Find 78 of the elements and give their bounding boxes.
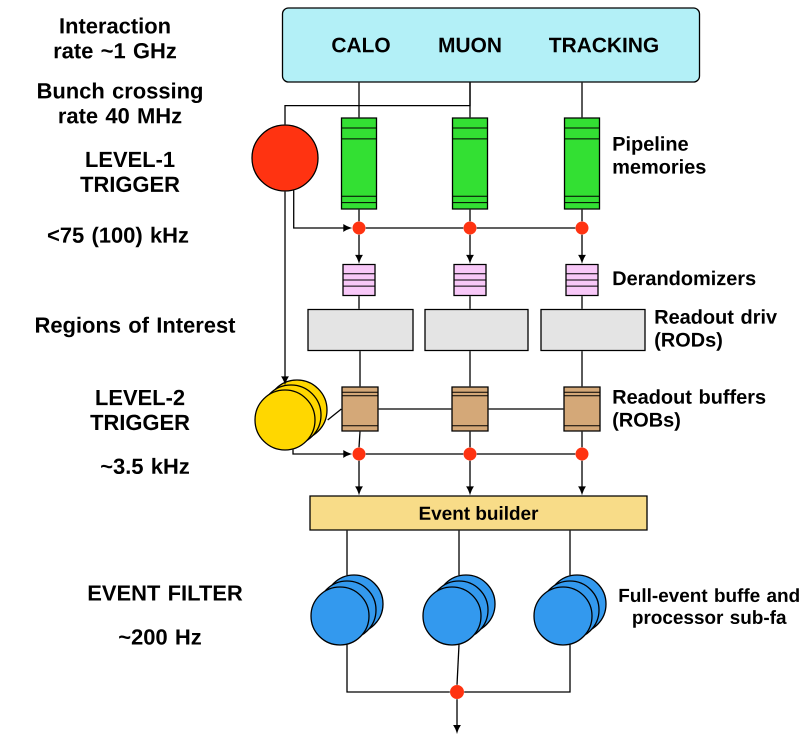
connector-line [581,82,583,118]
component-label: Pipeline memories [614,136,706,174]
connector-line [346,644,450,693]
connector-line [581,351,583,386]
junction-dot [576,221,588,234]
connector-line [469,296,471,309]
component-label: Readout buffers (ROBs) [613,389,766,431]
arrow [282,192,288,384]
connector-line [581,210,583,222]
readout-driver-box [307,308,414,352]
component-label: Full-event buffe and processor sub-fa [620,588,799,628]
connector-line [458,530,460,576]
junction-dot [464,221,476,234]
connector-line [346,530,348,576]
processor-stack [533,574,607,646]
processor-stack [310,574,384,646]
connector-line [327,408,342,420]
processor-stack [254,379,328,451]
derandomizer-box [565,264,599,296]
pipeline-bar [340,117,378,210]
arrow [466,460,474,494]
junction-dot [352,221,366,234]
readout-driver-box [424,308,529,352]
arrow [356,234,362,262]
connector-line [581,432,583,448]
processor-stack [422,574,496,646]
readout-driver-box [540,308,646,352]
junction-dot [576,447,588,460]
connector-line [476,227,576,229]
arrow [466,234,474,262]
pipeline-bar [564,117,600,210]
rate-label: Interaction rate ~1 GHz [54,17,176,58]
connector-line [366,227,464,229]
trigger-label: EVENT FILTER [88,585,242,601]
readout-buffer-box [451,386,489,432]
connector-line [581,296,583,309]
connector-line [358,432,361,448]
connector-line [358,210,360,222]
arrow [292,450,351,458]
trigger-label: LEVEL-2 TRIGGER [90,390,190,430]
event-builder-box: Event builder [309,495,648,531]
rate-label: ~200 Hz [119,629,201,645]
trigger-circle [251,124,319,192]
connector-line [284,82,471,124]
arrow [578,234,586,262]
detector-box: CALO MUON TRACKING [282,7,700,83]
connector-line [569,530,571,576]
connector-line [464,644,571,693]
connector-line [358,296,360,309]
component-label: Regions of Interest [36,316,236,338]
trigger-label: LEVEL-1 TRIGGER [80,152,180,192]
rate-label: ~3.5 kHz [101,458,189,474]
derandomizer-box [342,264,376,296]
connector-line [469,210,471,222]
connector-line [488,408,564,410]
junction-dot [352,447,366,460]
arrow [578,460,586,494]
arrow [293,190,351,232]
rate-label: Bunch crossing rate 40 MHz [38,82,202,124]
connector-line [366,453,464,455]
connector-line [358,82,360,118]
connector-line [378,408,452,410]
junction-dot [450,684,464,699]
connector-line [476,453,576,455]
connector-line [469,432,471,448]
component-label: Derandomizers [614,270,756,286]
junction-dot [464,447,476,460]
connector-line [469,351,471,386]
readout-buffer-box [341,386,379,432]
pipeline-bar [452,117,488,210]
arrow [356,460,362,494]
readout-buffer-box [563,386,601,432]
rate-label: <75 (100) kHz [48,226,188,248]
arrow [454,699,460,732]
connector-line [359,351,361,386]
component-label: Readout driv (RODs) [655,309,777,351]
connector-line [456,644,460,685]
derandomizer-box [453,264,487,296]
